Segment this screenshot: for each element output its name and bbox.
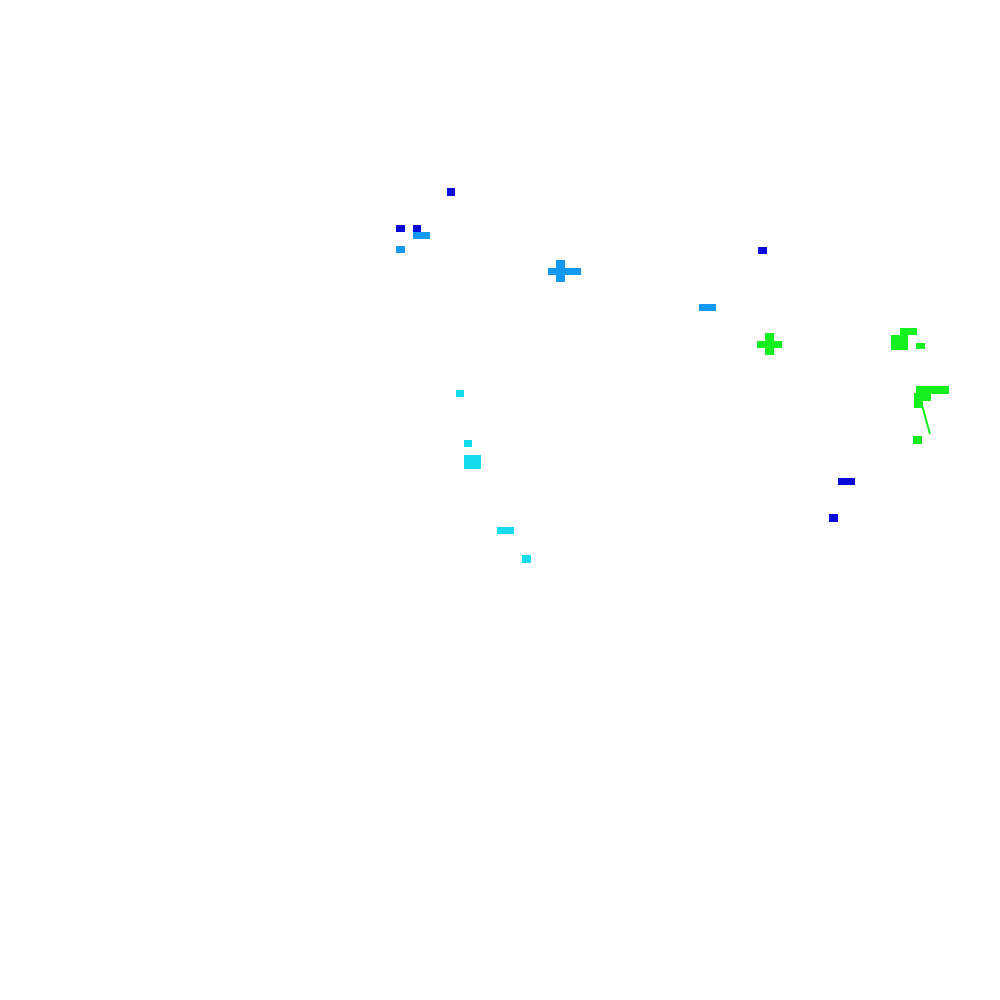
blue-fragment (447, 188, 455, 196)
blue-fragment (758, 247, 767, 254)
green-cross-vertical (765, 333, 774, 355)
sky-fragment (699, 304, 716, 311)
blue-fragment (396, 225, 405, 232)
sky-fragments (396, 232, 716, 311)
blue-fragment (413, 225, 421, 232)
cyan-fragment (497, 527, 514, 534)
sky-fragment (413, 232, 430, 239)
green-fragment (914, 393, 931, 401)
cyan-fragment (464, 440, 472, 447)
green-fragments (757, 328, 949, 444)
blue-fragments (396, 188, 855, 522)
green-fragment (900, 328, 917, 335)
cyan-fragment (522, 555, 531, 563)
sky-cross-vertical (556, 260, 565, 282)
blue-fragment (829, 514, 838, 522)
cyan-fragments (456, 390, 531, 563)
green-fragment (913, 436, 922, 444)
green-fragment (891, 335, 908, 350)
cyan-fragment (456, 390, 464, 397)
cyan-fragment (464, 455, 481, 469)
green-fragment (916, 386, 949, 394)
green-fragment (914, 400, 923, 408)
blue-fragment (838, 478, 855, 485)
green-fragment (916, 343, 925, 349)
green-stroke (921, 404, 931, 435)
sky-fragment (396, 246, 405, 253)
